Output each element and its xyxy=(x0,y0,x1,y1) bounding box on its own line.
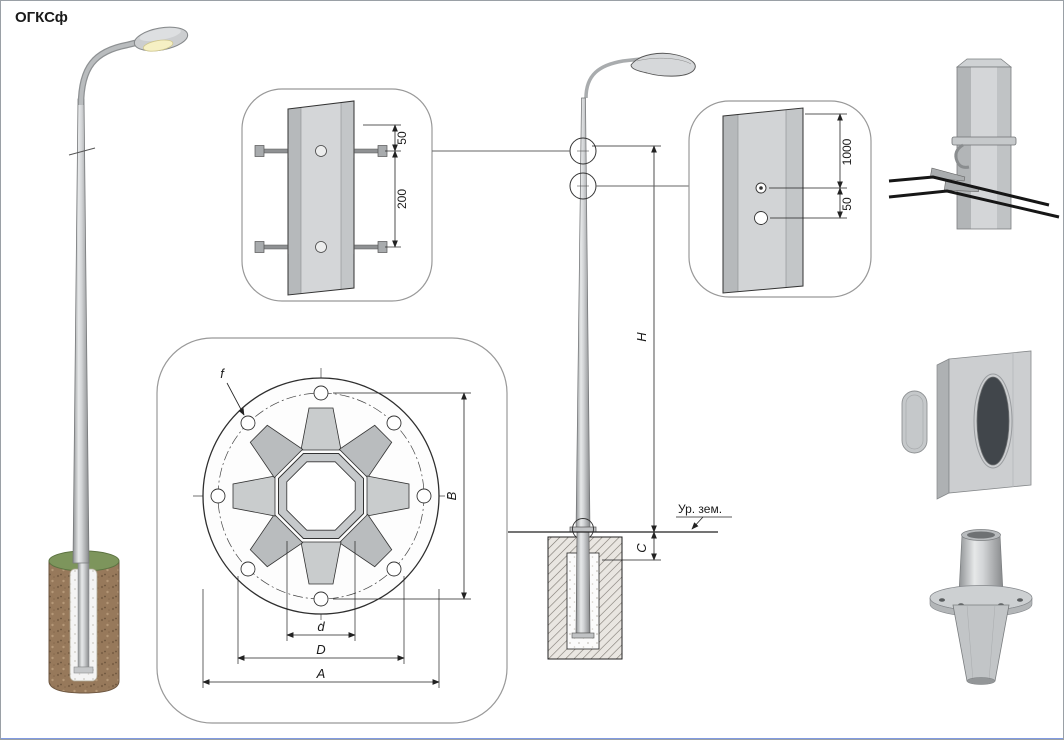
luminaire-3d xyxy=(133,26,189,52)
mounting-holes xyxy=(210,385,432,607)
gussets xyxy=(232,407,410,585)
pole-band-clamp xyxy=(951,136,1017,146)
base-skirt xyxy=(952,604,1010,682)
render-cable-attachment xyxy=(888,58,1060,230)
bracket-arm xyxy=(584,57,642,99)
detail-callout-clamps: 50 200 xyxy=(241,88,433,302)
pole-section xyxy=(722,107,804,294)
pole-section xyxy=(287,100,355,296)
tube-section-inner xyxy=(286,461,356,531)
dim-hole-offset: 50 xyxy=(840,197,854,211)
dim-D-label: D xyxy=(316,642,325,657)
page-title: ОГКСф xyxy=(15,9,68,26)
ground-level-label: Ур. зем. xyxy=(678,502,722,516)
break-mark xyxy=(68,147,96,156)
foundation-section xyxy=(547,531,623,660)
dim-clamp-spacing: 200 xyxy=(395,189,409,209)
base-flange xyxy=(569,526,597,533)
lamp-lens xyxy=(142,39,174,52)
render-flange-base xyxy=(929,529,1033,685)
cable-2 xyxy=(888,189,1060,219)
dim-C-label: C xyxy=(634,543,649,553)
pole-elevation: Ур. зем. H C xyxy=(508,52,732,660)
detail-callout-holes: 1000 50 xyxy=(688,100,872,298)
dim-B-label: B xyxy=(444,491,459,500)
pole-3d-render xyxy=(48,26,189,694)
dim-hole-dia-label: f xyxy=(220,366,225,381)
door-cover xyxy=(901,390,928,454)
pole-base-flange-3d xyxy=(73,666,94,674)
mast-3d xyxy=(72,98,90,564)
cable-hole xyxy=(754,211,768,225)
flange-plan-callout: f B d D A xyxy=(156,337,508,724)
dim-clamp-offset: 50 xyxy=(395,131,409,145)
suspension-hook xyxy=(954,143,970,169)
dim-d-label: d xyxy=(317,619,325,634)
cable-1 xyxy=(888,175,1050,207)
door-opening xyxy=(976,376,1010,466)
luminaire-elevation xyxy=(630,52,696,77)
dim-A-label: A xyxy=(316,666,326,681)
dim-H-label: H xyxy=(634,332,649,342)
window-bottom-edge xyxy=(1,738,1063,739)
dim-hole-height: 1000 xyxy=(840,138,854,165)
render-access-door xyxy=(901,350,1032,500)
clamp-bolt-row-upper xyxy=(254,144,388,158)
clamp-bolt-row-lower xyxy=(254,240,388,254)
foundation-3d xyxy=(48,550,120,694)
